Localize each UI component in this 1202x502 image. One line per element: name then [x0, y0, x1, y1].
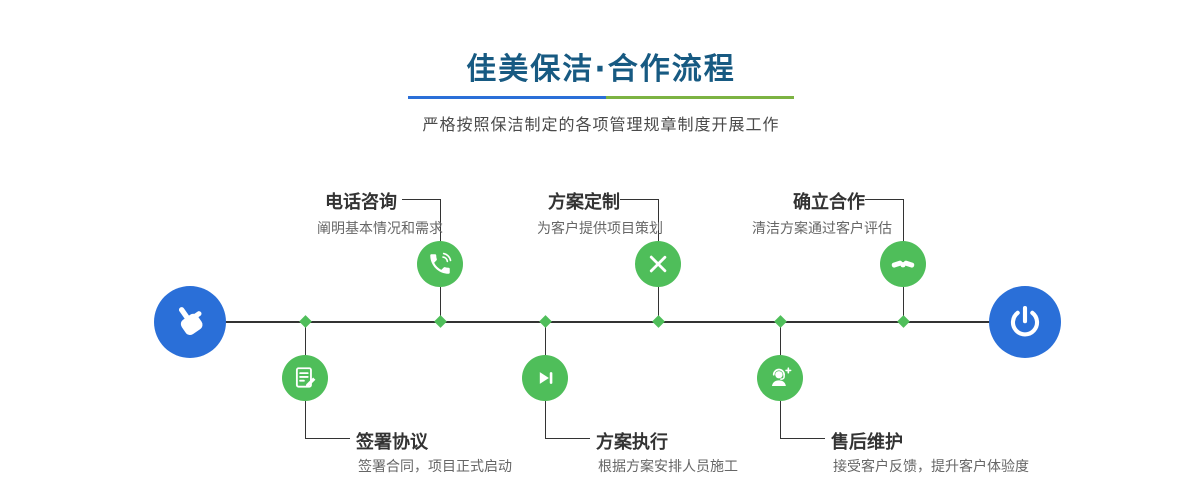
start-node: [154, 286, 226, 358]
phone-icon: [430, 252, 452, 274]
timeline-line: [190, 321, 1025, 323]
step-desc: 根据方案安排人员施工: [598, 459, 738, 475]
node-connector: [440, 287, 441, 321]
timeline-diamond: [299, 315, 312, 328]
node-connector: [903, 287, 904, 321]
step-node: [417, 241, 463, 287]
node-connector: [305, 323, 306, 355]
step-label: 签署协议: [356, 432, 428, 453]
label-connector: [780, 401, 825, 439]
step-node: [757, 355, 803, 401]
timeline-diamond: [539, 315, 552, 328]
step-label: 方案定制: [548, 192, 620, 213]
step-label: 方案执行: [596, 432, 668, 453]
label-connector: [545, 401, 590, 439]
timeline-diamond: [774, 315, 787, 328]
end-node: [989, 286, 1061, 358]
page-subtitle: 严格按照保洁制定的各项管理规章制度开展工作: [422, 115, 780, 134]
pencil-ruler-icon: [649, 255, 667, 273]
step-node: [880, 241, 926, 287]
contract-icon: [295, 367, 316, 388]
step-node: [522, 355, 568, 401]
handshake-icon: [891, 260, 915, 268]
label-connector: [865, 199, 904, 242]
play-next-icon: [539, 372, 553, 384]
step-desc: 阐明基本情况和需求: [317, 221, 443, 237]
timeline-diamond: [652, 315, 665, 328]
timeline-diamond: [897, 315, 910, 328]
step-label: 电话咨询: [325, 192, 397, 213]
step-label: 确立合作: [793, 192, 865, 213]
step-node: [282, 355, 328, 401]
step-label: 售后维护: [831, 432, 903, 453]
power-icon: [1010, 306, 1040, 337]
pointing-hand-icon: [178, 307, 203, 336]
divider-blue-segment: [408, 96, 606, 99]
step-node: [635, 241, 681, 287]
step-desc: 签署合同，项目正式启动: [358, 459, 512, 475]
step-desc: 为客户提供项目策划: [537, 221, 663, 237]
page-title: 佳美保洁·合作流程: [466, 52, 736, 87]
label-connector: [305, 401, 350, 439]
timeline-diamond: [434, 315, 447, 328]
title-divider: [408, 96, 794, 99]
customer-service-icon: [771, 367, 792, 387]
node-connector: [780, 323, 781, 355]
label-connector: [620, 199, 659, 242]
node-connector: [545, 323, 546, 355]
node-connector: [658, 287, 659, 321]
step-desc: 接受客户反馈，提升客户体验度: [833, 459, 1029, 475]
divider-green-segment: [605, 96, 794, 99]
label-connector: [402, 199, 441, 242]
step-desc: 清洁方案通过客户评估: [752, 221, 892, 237]
